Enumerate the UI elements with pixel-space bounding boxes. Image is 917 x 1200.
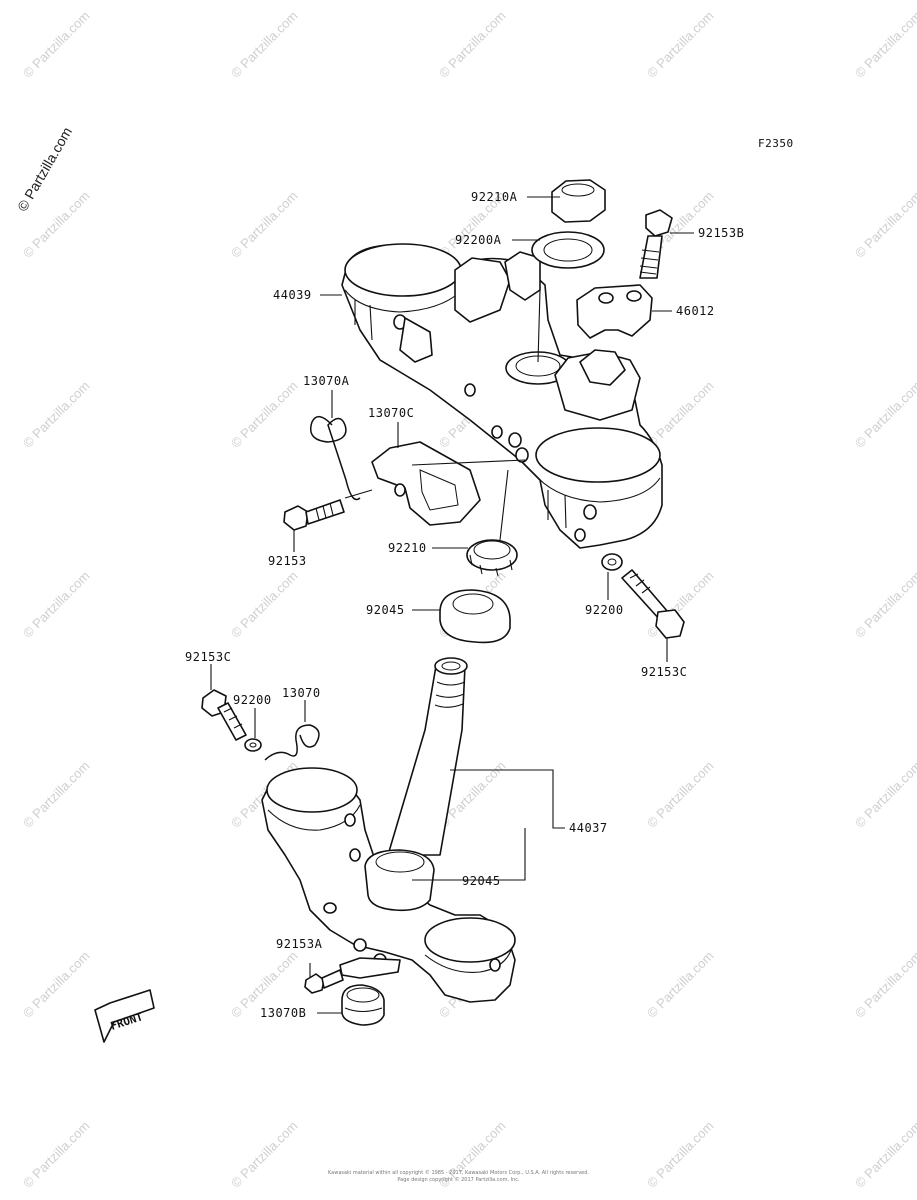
bolt-92153a[interactable] (304, 969, 344, 994)
steering-stem-44037[interactable] (387, 657, 468, 856)
figure-code: F2350 (758, 137, 794, 150)
copyright-line-1: Kawasaki material within all copyright ©… (327, 1170, 590, 1176)
label-92153c-right[interactable]: 92153C (641, 665, 688, 679)
nut-92210a[interactable] (551, 179, 606, 223)
bolt-92153c-right[interactable] (621, 569, 685, 639)
label-92200a[interactable]: 92200A (455, 233, 502, 247)
leader-lines (210, 196, 694, 1014)
upper-triple-clamp[interactable] (341, 243, 663, 549)
lower-triple-clamp[interactable] (261, 767, 516, 1003)
label-13070b[interactable]: 13070B (260, 1006, 307, 1020)
label-13070a[interactable]: 13070A (303, 374, 350, 388)
nut-92210[interactable] (466, 539, 518, 577)
label-92210[interactable]: 92210 (388, 541, 427, 555)
bolt-92153b[interactable] (639, 209, 673, 279)
bolt-92153[interactable] (283, 499, 345, 531)
label-92045-upper[interactable]: 92045 (366, 603, 405, 617)
label-92045-lower[interactable]: 92045 (462, 874, 501, 888)
label-92153c-left[interactable]: 92153C (185, 650, 232, 664)
washer-92200-right[interactable] (601, 553, 623, 571)
label-92153a[interactable]: 92153A (276, 937, 323, 951)
label-44039[interactable]: 44039 (273, 288, 312, 302)
label-92153b[interactable]: 92153B (698, 226, 745, 240)
label-92210a[interactable]: 92210A (471, 190, 518, 204)
bracket-13070c[interactable] (371, 441, 481, 526)
collar-13070b[interactable] (341, 984, 385, 1026)
washer-92200-left[interactable] (244, 738, 262, 752)
handlebar-holder-46012[interactable] (576, 284, 653, 339)
label-92200-right[interactable]: 92200 (585, 603, 624, 617)
label-13070c[interactable]: 13070C (368, 406, 415, 420)
copyright-line-2: Page design copyright © 2017 Partzilla.c… (397, 1177, 520, 1183)
label-92200-left[interactable]: 92200 (233, 693, 272, 707)
clip-13070a[interactable] (310, 416, 361, 501)
label-44037[interactable]: 44037 (569, 821, 608, 835)
clip-13070[interactable] (264, 724, 320, 761)
label-92153[interactable]: 92153 (268, 554, 307, 568)
label-46012[interactable]: 46012 (676, 304, 715, 318)
bearing-92045-upper[interactable] (439, 589, 511, 644)
washer-92200a[interactable] (531, 231, 605, 269)
bolt-92153c-left[interactable] (201, 689, 247, 741)
label-13070[interactable]: 13070 (282, 686, 321, 700)
front-arrow: FRONT (94, 989, 155, 1043)
